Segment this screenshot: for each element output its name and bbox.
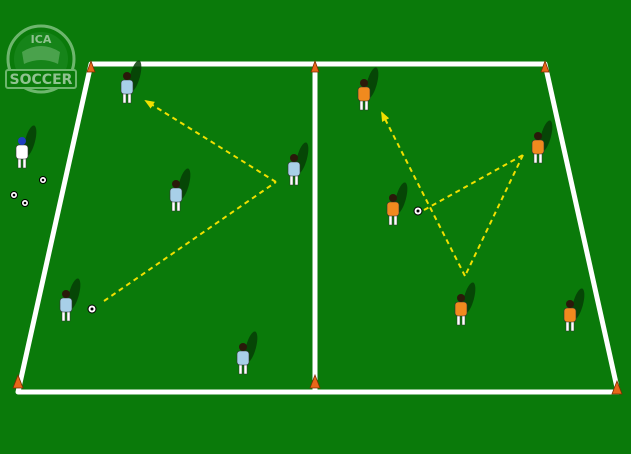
cone-icon (540, 59, 550, 73)
cone-icon (86, 59, 96, 73)
ball-icon (10, 191, 18, 199)
player-blue-center (169, 168, 191, 212)
player-blue-halfway (287, 142, 309, 186)
logo-line1: ICA (31, 33, 52, 46)
player-orange-bottom-right (563, 288, 585, 332)
cone-icon (310, 59, 320, 73)
pass-arrow-icon (381, 111, 466, 277)
pass-arrow-icon (144, 99, 277, 183)
ball-icon (21, 199, 29, 207)
players (15, 60, 585, 375)
pass-arrow-icon (423, 154, 524, 211)
cone-icon (611, 379, 623, 395)
player-orange-center (386, 182, 408, 226)
player-orange-bottom (454, 282, 476, 326)
cones (12, 59, 623, 395)
player-orange-top (357, 67, 379, 111)
pass-arrow-icon (464, 154, 524, 277)
ball-icon (39, 176, 47, 184)
ball-icon (413, 206, 423, 216)
logo-line2: SOCCER (10, 72, 73, 88)
cone-icon (12, 373, 24, 389)
player-blue-top-left (120, 60, 142, 104)
player-outside-white (15, 125, 37, 169)
player-blue-bottom-left (59, 278, 81, 322)
ica-soccer-logo: ICA SOCCER (5, 24, 77, 94)
pass-arrows-right (381, 111, 524, 277)
pass-arrows-left (103, 99, 277, 302)
ball-icon (87, 304, 97, 314)
pass-arrow-icon (103, 181, 277, 302)
balls (10, 176, 423, 314)
player-blue-bottom (236, 331, 258, 375)
player-orange-right (531, 120, 553, 164)
cone-icon (309, 373, 321, 389)
